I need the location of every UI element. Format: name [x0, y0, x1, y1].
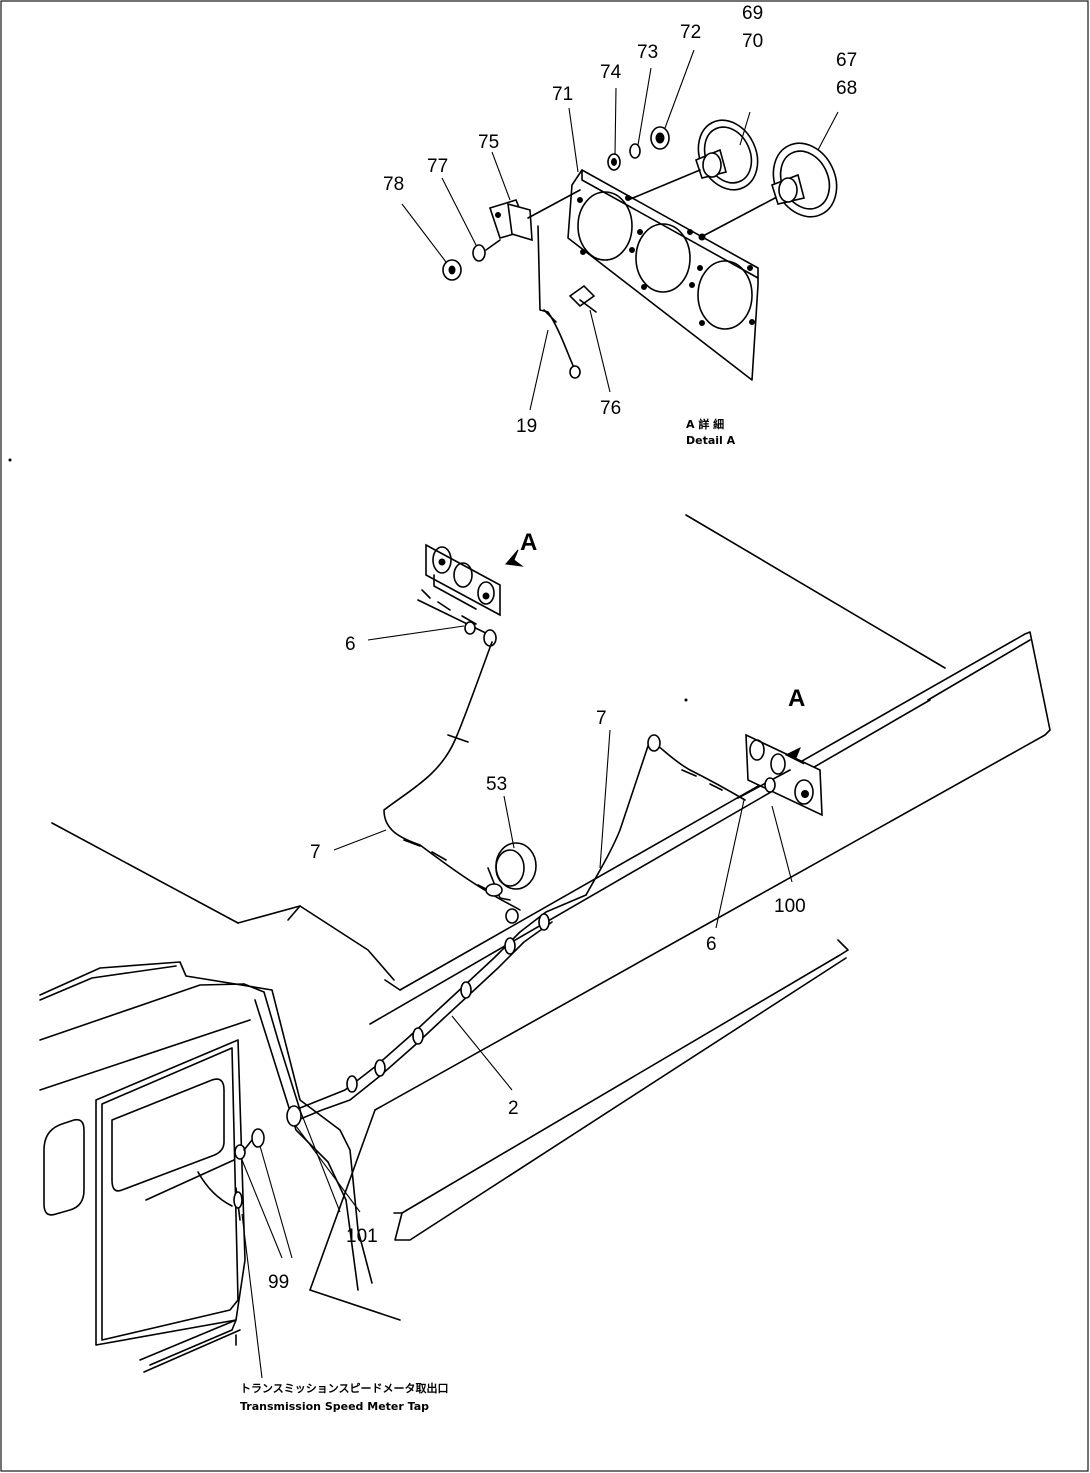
callout-73: 73 [637, 42, 658, 63]
marker-a-right: A [788, 685, 805, 712]
cab-outline [39, 961, 373, 1284]
gauge-67-68 [771, 142, 838, 218]
nut-72 [650, 126, 670, 150]
callout-69: 69 [742, 3, 763, 24]
tap-label-en: Transmission Speed Meter Tap [240, 1400, 429, 1413]
cab-door [95, 1039, 246, 1346]
side-window [43, 1118, 85, 1216]
callout-72: 72 [680, 22, 701, 43]
callout-74: 74 [600, 62, 622, 83]
speed-meter-cable [145, 1159, 235, 1207]
callout-100: 100 [774, 896, 806, 917]
callout-6-left: 6 [345, 634, 356, 655]
callout-53: 53 [486, 774, 507, 795]
gauge-69-70 [695, 119, 759, 191]
callout-76: 76 [600, 398, 621, 419]
harness-7-right [585, 739, 746, 896]
gauge-panel-left [425, 543, 501, 617]
harness-2 [299, 894, 587, 1109]
washer-73 [629, 143, 641, 159]
tap-label-jp: トランスミッションスピードメータ取出口 [240, 1381, 449, 1395]
callout-7-left: 7 [310, 842, 321, 863]
nut-78 [442, 259, 462, 281]
gauge-hole-3 [697, 260, 753, 330]
gauge-hole-1 [577, 191, 633, 261]
instrument-panel-plate [567, 169, 759, 381]
washer-77 [472, 244, 486, 262]
hood-top-line [51, 822, 239, 924]
washer-74 [607, 153, 621, 171]
gauge-hole-2 [635, 223, 691, 293]
part-53 [485, 842, 537, 901]
gauge-panel-right [745, 733, 823, 817]
callout-70: 70 [742, 31, 763, 52]
fender-body-outline [374, 631, 1051, 1111]
cab-step [139, 1319, 237, 1366]
callout-75: 75 [478, 132, 499, 153]
callout-77: 77 [427, 156, 448, 177]
callout-6-right: 6 [706, 934, 717, 955]
callout-71: 71 [552, 84, 573, 105]
callout-68: 68 [836, 78, 857, 99]
callout-78: 78 [383, 174, 404, 195]
callout-19: 19 [516, 416, 537, 437]
part-101 [286, 1105, 302, 1127]
detail-a-caption-en: Detail A [686, 434, 736, 447]
marker-a-left: A [520, 529, 537, 556]
callout-7-right: 7 [596, 708, 607, 729]
part-99 [234, 1128, 265, 1160]
bolt-76 [568, 284, 597, 313]
switch-75 [488, 189, 581, 242]
main-view-group: A A 6 7 7 53 100 6 2 101 99 トランスミッションスピー… [39, 514, 1051, 1413]
wire-19 [537, 225, 576, 371]
callout-67: 67 [836, 50, 857, 71]
fender-top-back-edge [685, 514, 946, 669]
detail-a-caption-jp: A 詳 細 [686, 417, 724, 431]
callout-99: 99 [268, 1272, 289, 1293]
callout-101: 101 [346, 1226, 378, 1247]
callout-2: 2 [508, 1098, 519, 1119]
door-window [111, 1078, 225, 1192]
detail-a-group: 69 70 67 68 72 73 74 71 75 77 78 19 76 A… [383, 3, 857, 447]
